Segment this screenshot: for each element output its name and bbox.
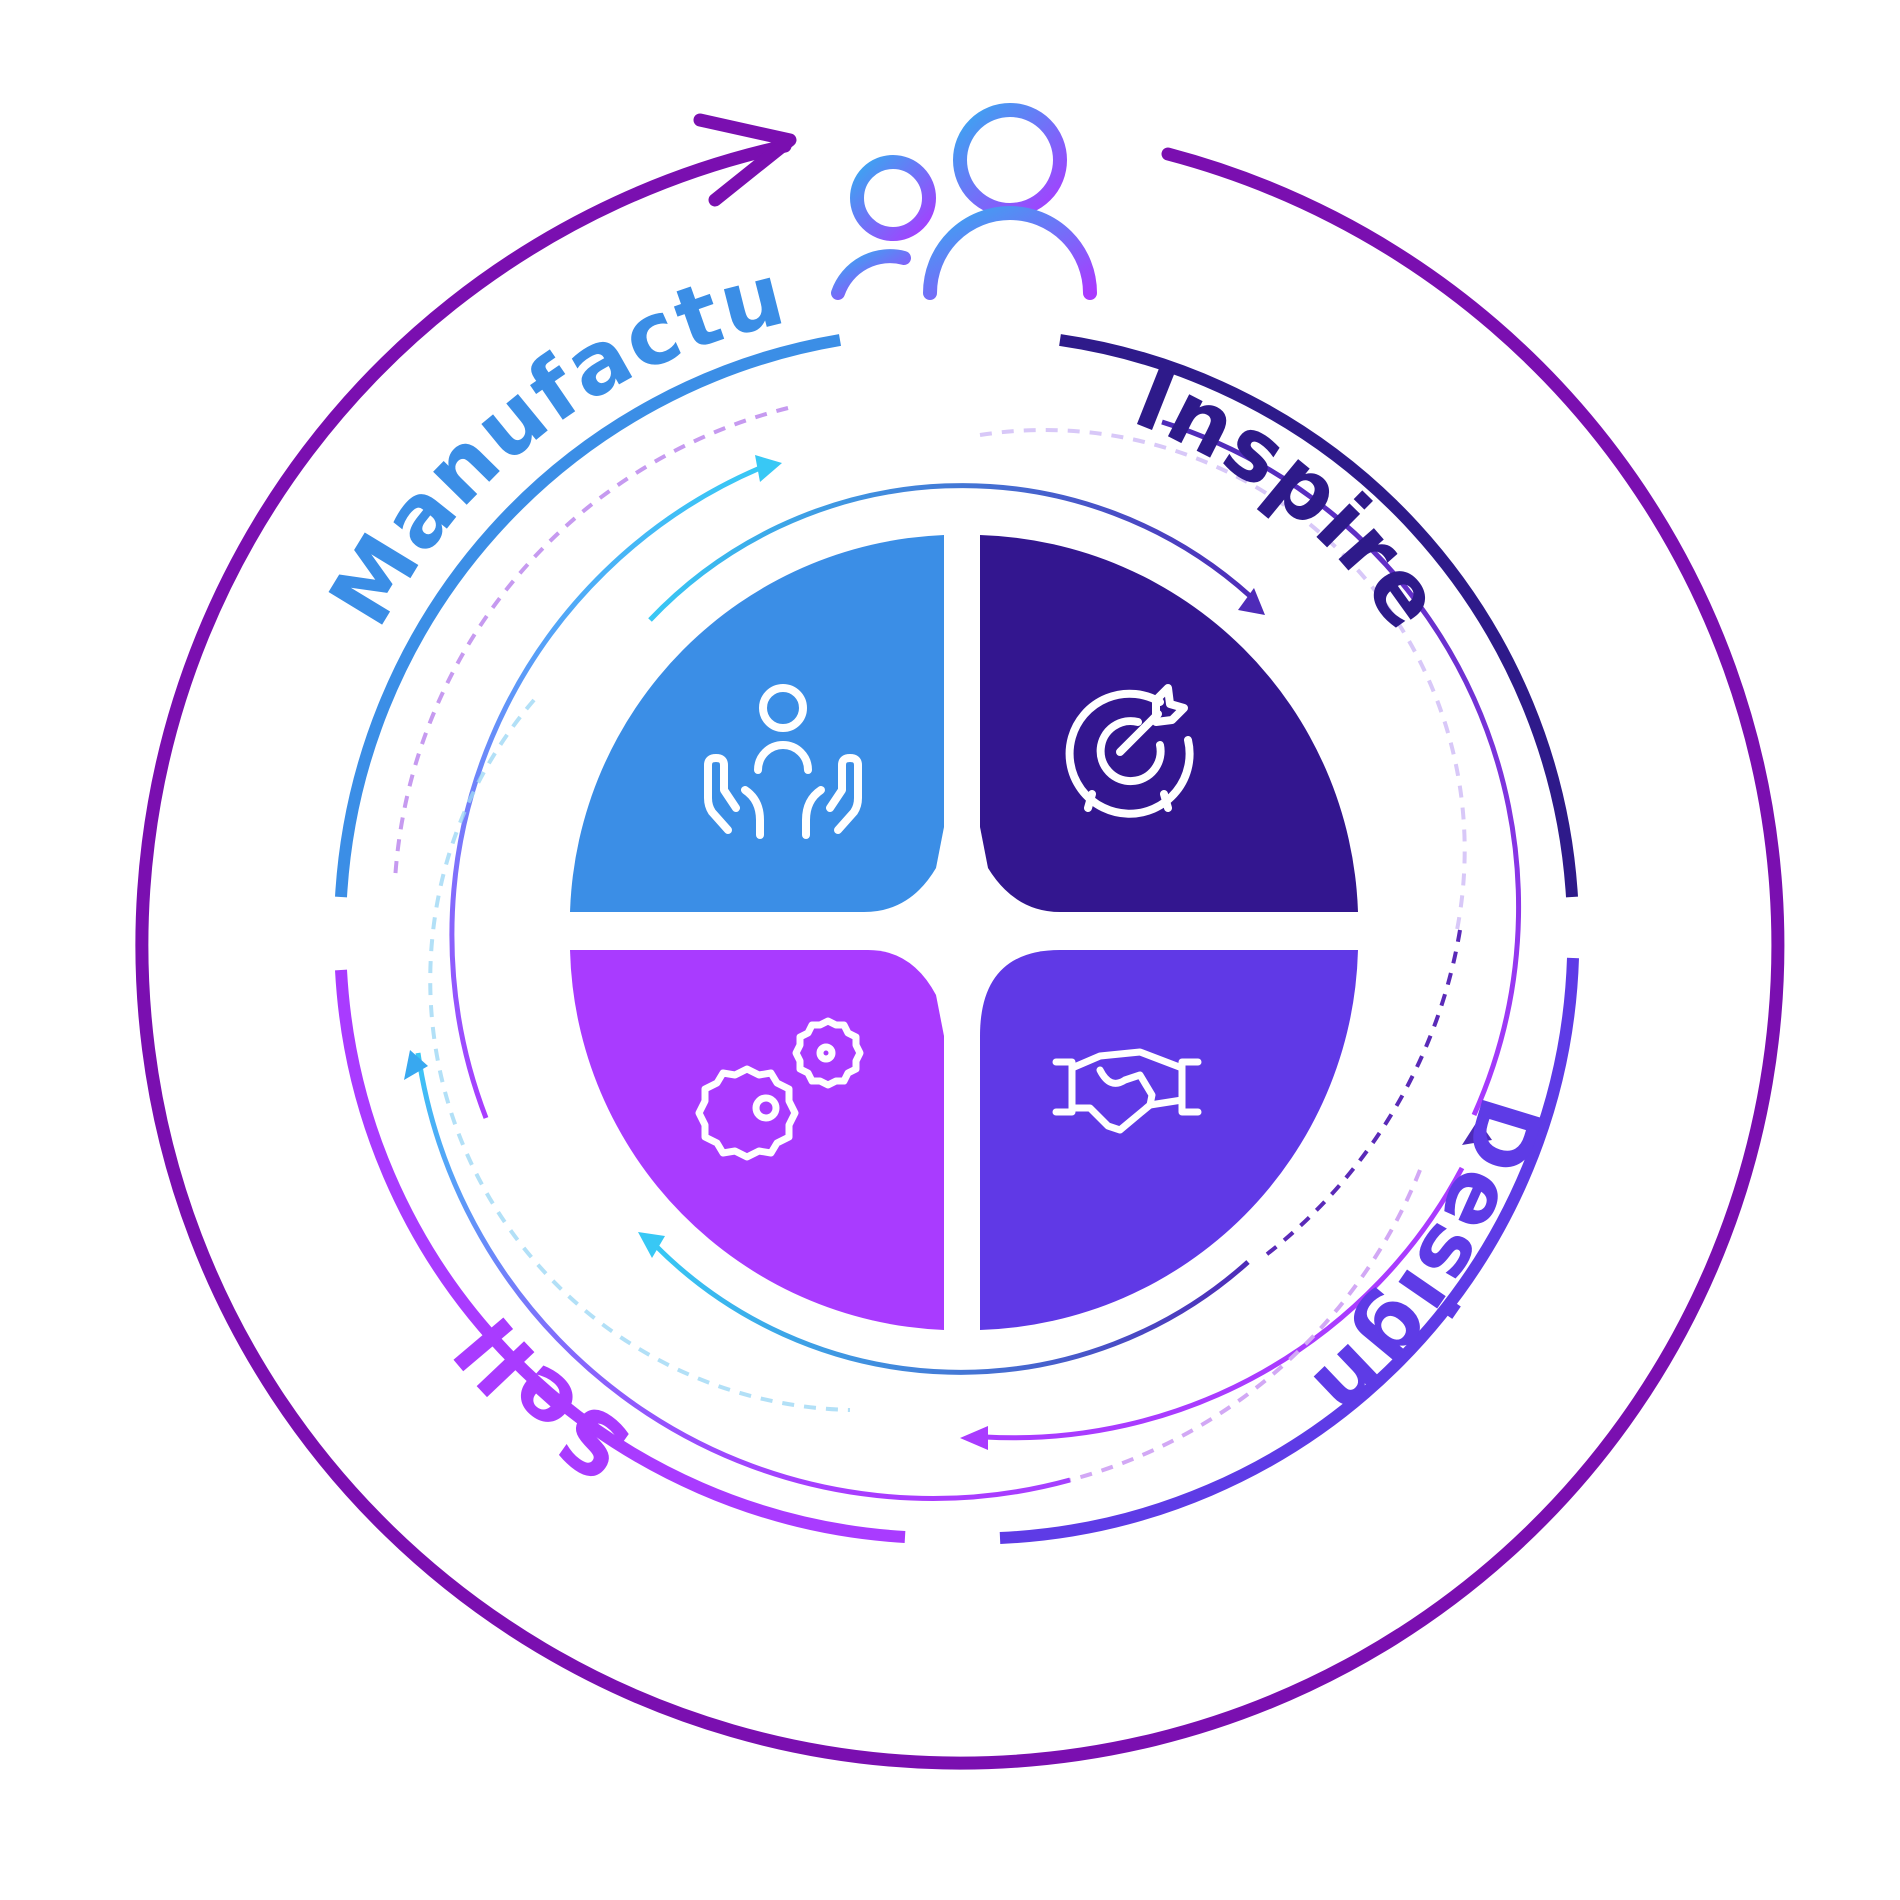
middle-flow-arcs: [415, 419, 1521, 1501]
design-arc: [999, 957, 1579, 1544]
stage-label-sell: Sell: [437, 1297, 648, 1500]
center-quadrants: [570, 535, 1358, 1330]
stage-label-design: Design: [1293, 1086, 1561, 1439]
handshake-icon: [1052, 1048, 1202, 1134]
middle-flow-arrowheads: [404, 455, 1492, 1450]
person-hands-icon: [704, 684, 862, 839]
target-arrow-icon: [1065, 684, 1194, 818]
inspire-arc: [1059, 334, 1578, 898]
sell-arc: [335, 969, 906, 1543]
users-icon: [831, 103, 1097, 300]
mid-arc-bottom-right: [984, 1166, 1465, 1441]
inner-flow-arrowheads: [638, 588, 1265, 1258]
outer-ring-arrowhead: [693, 113, 797, 207]
gears-icon: [695, 1017, 864, 1161]
quadrant-manufacture: [570, 535, 944, 912]
inner-arc-bottom: [653, 1243, 1250, 1375]
stage-arcs: [335, 334, 1579, 1544]
outer-ring: [135, 139, 1785, 1770]
mid-arc-bottom-left: [415, 1052, 1071, 1501]
mid-arc-left: [449, 465, 761, 1119]
mid-arc-right: [1161, 419, 1521, 1117]
stage-label-manufacture: Manufacture: [0, 0, 796, 642]
manufacture-arc: [335, 334, 842, 898]
inner-arc-top: [648, 483, 1252, 622]
inner-flow-arcs: [648, 483, 1252, 1375]
quadrant-design: [980, 950, 1358, 1330]
dashed-arcs: [393, 406, 1467, 1482]
quadrant-sell: [570, 950, 944, 1330]
